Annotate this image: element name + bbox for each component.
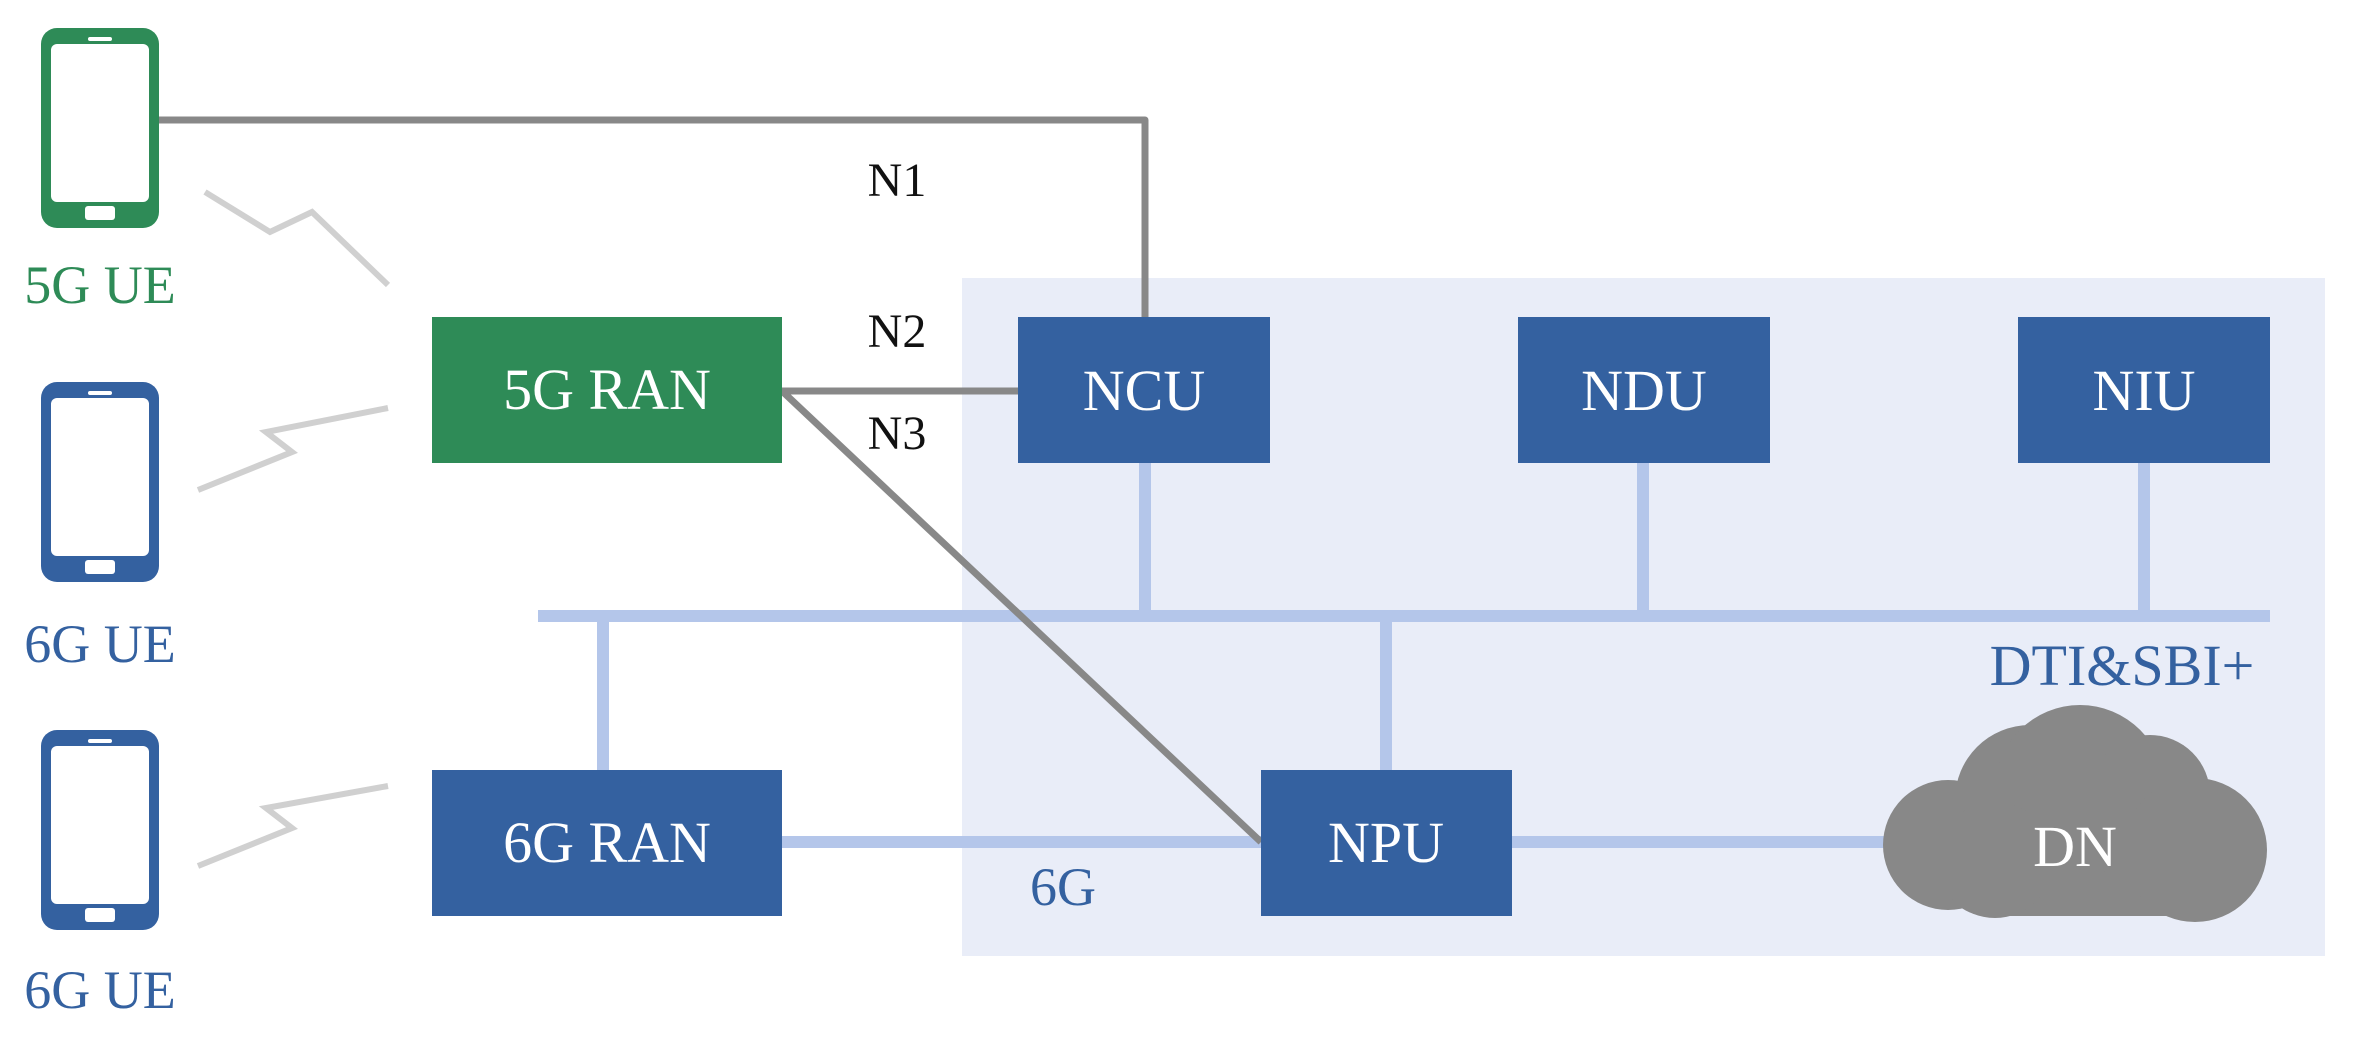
dn-label: DN [2033, 814, 2117, 879]
cloud-icon [1883, 705, 2267, 922]
n1-line [158, 116, 1149, 317]
dn-cloud: DN [1883, 705, 2267, 922]
n2-label: N2 [868, 305, 927, 358]
phone-icon [41, 382, 159, 582]
ran-6g-label: 6G RAN [503, 810, 711, 875]
ndu-node: NDU [1518, 317, 1770, 463]
niu-node: NIU [2018, 317, 2270, 463]
service-bus [538, 462, 2270, 848]
npu-label: NPU [1328, 810, 1444, 875]
legacy-interfaces [158, 116, 1264, 845]
ndu-label: NDU [1581, 358, 1707, 423]
ue-5g: 5G UE [24, 28, 176, 315]
ran-6g: 6G RAN [432, 770, 782, 916]
ue-6g-1: 6G UE [24, 382, 176, 674]
wireless-icon [196, 405, 389, 493]
ue-6g-2: 6G UE [24, 730, 176, 1020]
ran-5g-label: 5G RAN [503, 357, 711, 422]
six-g-interface-label: 6G [1030, 857, 1096, 917]
wireless-icon [196, 783, 389, 869]
ran-5g: 5G RAN [432, 317, 782, 463]
wireless-links [196, 189, 391, 869]
ncu-node: NCU [1018, 317, 1270, 463]
bus-label: DTI&SBI+ [1990, 633, 2255, 698]
ue-label: 6G UE [24, 960, 175, 1020]
wireless-icon [203, 189, 391, 288]
n1-label: N1 [868, 154, 927, 207]
ue-label: 6G UE [24, 614, 175, 674]
n3-line [779, 388, 1264, 845]
ncu-label: NCU [1083, 358, 1205, 423]
niu-label: NIU [2092, 358, 2195, 423]
npu-node: NPU [1261, 770, 1512, 916]
ue-label: 5G UE [24, 255, 175, 315]
phone-icon [41, 28, 159, 228]
phone-icon [41, 730, 159, 930]
n3-label: N3 [868, 407, 927, 460]
